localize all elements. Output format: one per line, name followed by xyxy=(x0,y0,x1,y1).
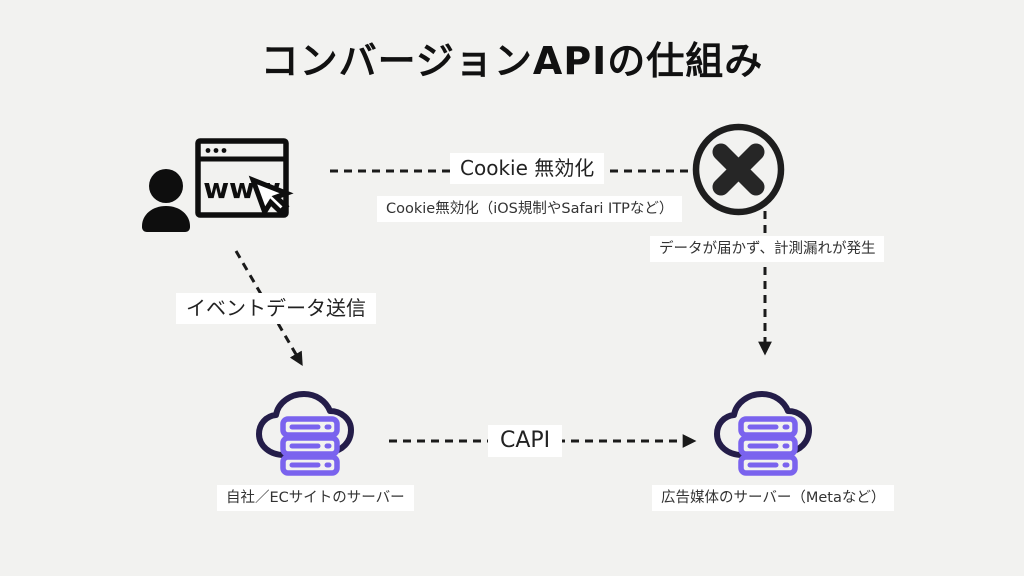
data-loss-label: データが届かず、計測漏れが発生 xyxy=(650,236,885,263)
ad-server-cloud-icon xyxy=(714,391,812,476)
blocked-x-icon xyxy=(692,123,785,216)
own-server-label: 自社／ECサイトのサーバー xyxy=(217,485,414,512)
cookie-disable-note-label: Cookie無効化（iOS規制やSafari ITPなど） xyxy=(377,196,683,223)
page-title: コンバージョンAPIの仕組み xyxy=(260,39,764,83)
event-data-dashed-arrow xyxy=(234,250,303,366)
capi-label: CAPI xyxy=(488,425,563,457)
cookie-disable-label: Cookie 無効化 xyxy=(450,153,605,184)
ad-server-label: 広告媒体のサーバー（Metaなど） xyxy=(652,485,895,512)
browser-window-icon: www xyxy=(195,138,294,218)
event-data-send-label: イベントデータ送信 xyxy=(176,293,376,324)
user-icon xyxy=(142,169,190,232)
own-server-cloud-icon xyxy=(256,391,354,476)
cursor-arrow-icon xyxy=(248,175,294,218)
